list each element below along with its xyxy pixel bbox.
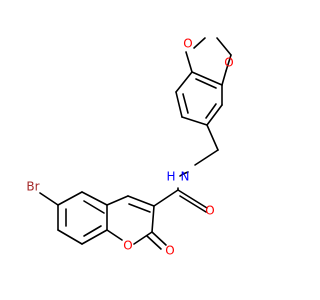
bond [175,71,193,93]
bond [128,203,151,213]
molecule-structure-diagram: O O N H O O O Br [26,37,233,258]
bond [175,91,183,118]
atom-label-layer: O O N H O O O Br [26,37,233,258]
bond [81,191,108,206]
bond [185,51,193,73]
bond [151,205,155,233]
bond [151,231,167,246]
bond [216,37,232,56]
bond [153,189,179,207]
bond [206,124,219,151]
atom-label-bromine: Br [26,180,39,194]
bond [127,195,155,207]
bond [206,104,223,126]
bond [191,71,223,86]
bond [146,235,162,250]
bond [179,173,184,177]
bond [57,229,83,245]
bond [225,54,232,72]
bond [181,116,208,126]
bond [106,229,123,241]
bond [81,229,108,245]
bond [195,78,217,89]
bond [182,93,189,114]
bond [179,195,207,213]
atom-label-oxygen: O [123,239,132,253]
bond [39,192,59,206]
bond [177,189,208,209]
bond [57,191,83,206]
atom-label-nitrogen: N [181,170,190,184]
bond [133,231,153,245]
bond [221,70,227,86]
bond [182,171,189,175]
bond-layer [39,37,232,250]
bond [83,200,105,214]
bond [106,195,129,206]
atom-label-oxygen: O [205,204,214,218]
atom-label-hydrogen: H [166,170,175,184]
atom-label-oxygen: O [224,56,233,70]
bond [205,103,217,119]
atom-label-oxygen: O [165,244,174,258]
bond [194,149,219,166]
atom-label-oxygen: O [183,37,192,51]
bond [193,37,206,49]
bond [83,225,102,237]
